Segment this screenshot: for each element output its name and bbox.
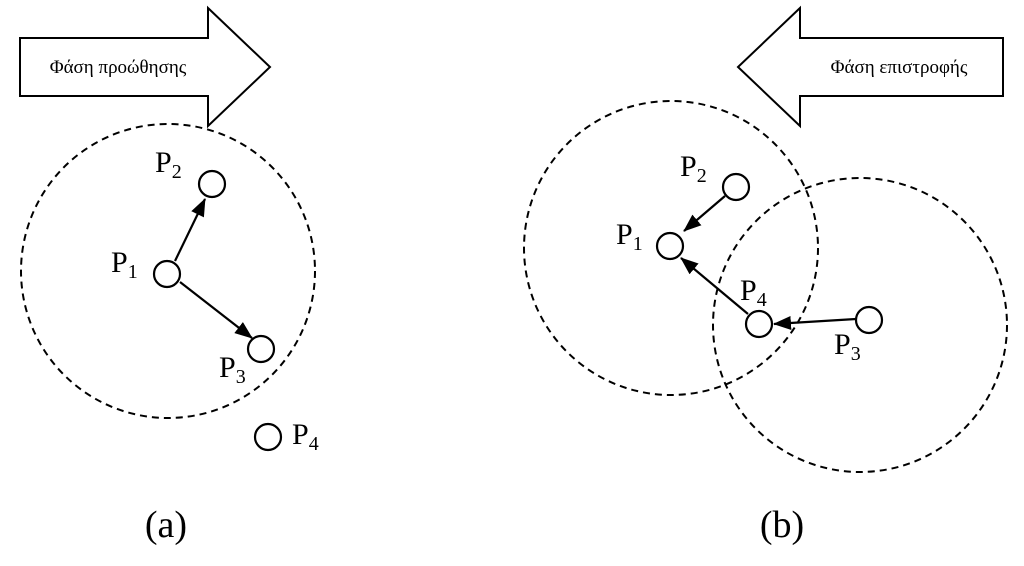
node-p4-a (253, 422, 283, 452)
caption-b: (b) (760, 504, 804, 546)
node-p2-a (197, 169, 227, 199)
edge-p1-p3 (179, 281, 253, 339)
forward-phase-arrow (19, 5, 272, 129)
edge-p1-p2 (174, 198, 206, 262)
label-p2-b: P2 (680, 150, 707, 187)
node-p3-a (246, 334, 276, 364)
node-p4-b (744, 309, 774, 339)
label-p1-b: P1 (616, 218, 643, 255)
node-p2-b (721, 172, 751, 202)
range-circle-b1 (523, 100, 819, 396)
node-p1-b (655, 231, 685, 261)
edge-p4-p1 (680, 257, 749, 315)
label-p2-a: P2 (155, 146, 182, 183)
return-phase-arrow (736, 5, 1004, 129)
panel-b: Φάση επιστροφής P1 P2 P3 P4 (b) (523, 5, 1008, 546)
label-p1-a: P1 (111, 246, 138, 283)
caption-a: (a) (145, 504, 187, 546)
edge-p3-p4 (773, 315, 857, 330)
return-phase-label: Φάση επιστροφής (831, 57, 968, 78)
label-p4-b: P4 (740, 274, 767, 311)
panel-a: Φάση προώθησης P1 P2 P3 P4 (a) (19, 5, 319, 546)
range-circle-b2 (712, 177, 1008, 473)
node-p1-a (152, 259, 182, 289)
node-p3-b (854, 305, 884, 335)
label-p3-a: P3 (219, 351, 246, 388)
range-circle-a (20, 123, 316, 419)
forward-phase-label: Φάση προώθησης (50, 57, 187, 78)
edge-p2-p1 (683, 195, 726, 232)
label-p4-a: P4 (292, 418, 319, 455)
label-p3-b: P3 (834, 328, 861, 365)
